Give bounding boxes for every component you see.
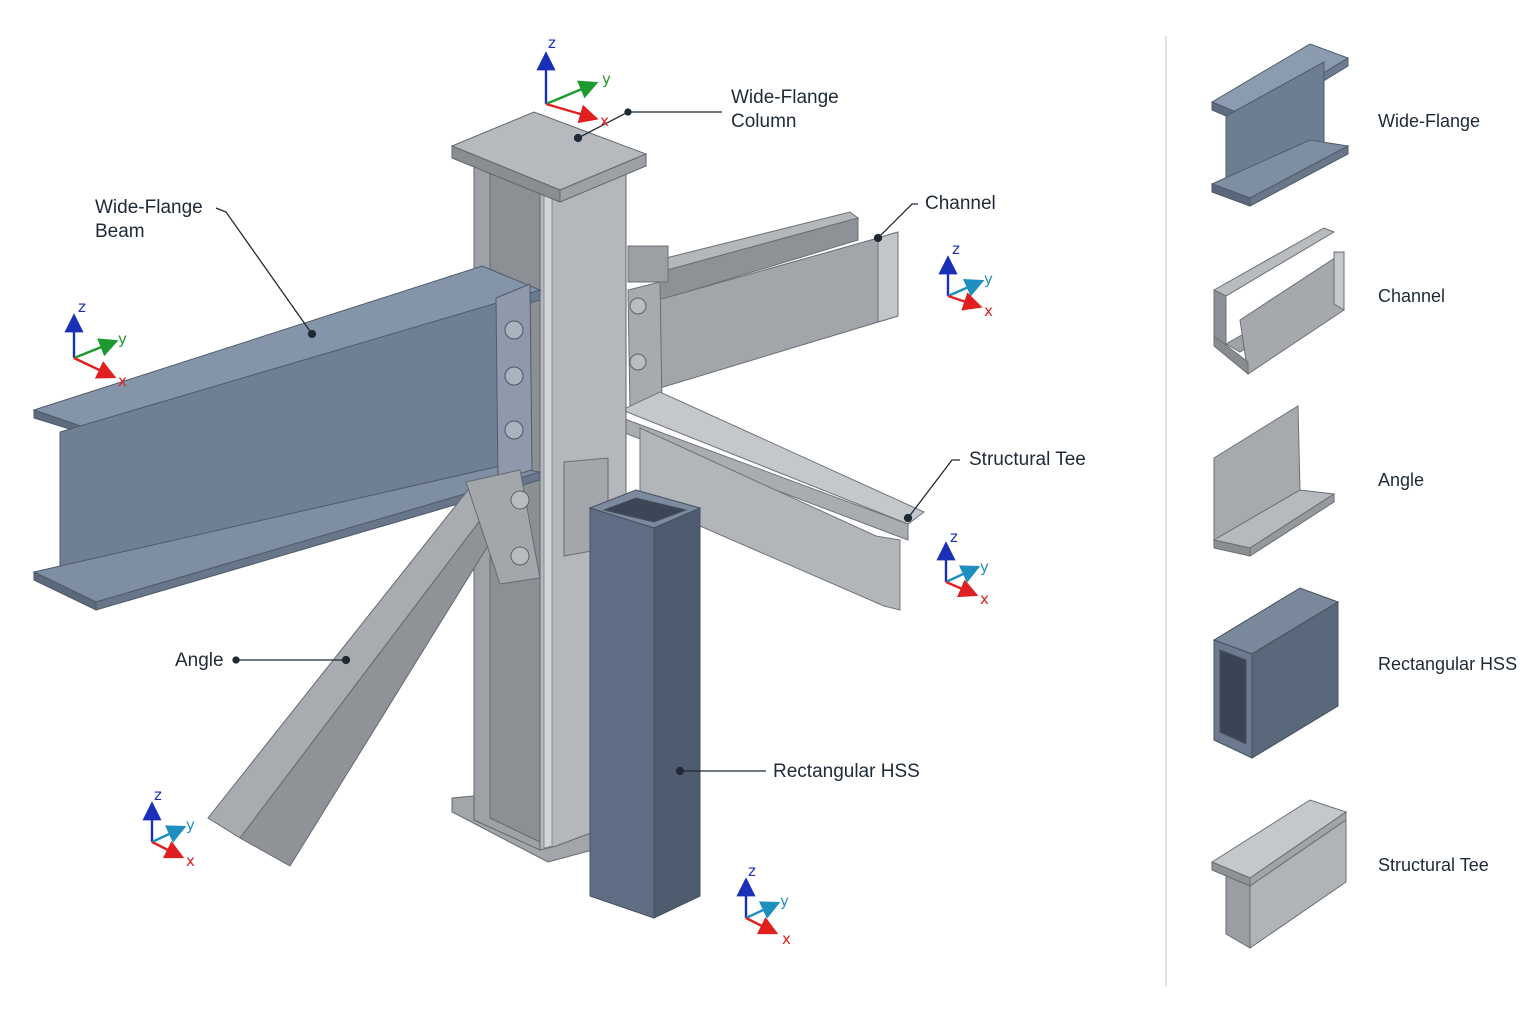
channel-icon bbox=[1212, 227, 1345, 376]
axis-x-label: x bbox=[984, 302, 993, 320]
angle-icon bbox=[1212, 405, 1336, 557]
axis-y-label: y bbox=[186, 816, 195, 834]
rectangular-hss-member bbox=[588, 489, 702, 919]
label-channel: Channel bbox=[925, 193, 996, 214]
axis-y-label: y bbox=[118, 330, 127, 348]
label-angle: Angle bbox=[175, 650, 224, 671]
legend-label-channel: Channel bbox=[1378, 286, 1446, 306]
axis-triad-hss: z y x bbox=[736, 862, 791, 948]
axis-z-label: z bbox=[154, 786, 162, 804]
axis-y-label: y bbox=[780, 892, 789, 910]
axis-triad-channel: z y x bbox=[938, 240, 993, 320]
axis-z-label: z bbox=[950, 528, 958, 546]
angle-member bbox=[207, 469, 541, 867]
axis-y-label: y bbox=[602, 70, 611, 88]
axis-z-label: z bbox=[748, 862, 756, 880]
legend-label-rectangular-hss: Rectangular HSS bbox=[1378, 654, 1518, 674]
axis-x-label: x bbox=[782, 930, 791, 948]
label-wide-flange-column: Wide-Flange Column bbox=[731, 87, 839, 132]
wide-flange-icon bbox=[1210, 43, 1350, 207]
axis-z-label: z bbox=[78, 298, 86, 316]
legend-label-angle: Angle bbox=[1378, 470, 1425, 490]
channel-member bbox=[627, 211, 899, 411]
axis-z-label: z bbox=[548, 34, 556, 52]
axis-x-label: x bbox=[600, 112, 609, 130]
wide-flange-beam bbox=[32, 265, 542, 611]
axis-triad-beam: z y x bbox=[64, 298, 127, 390]
structural-tee-icon bbox=[1210, 799, 1348, 949]
axis-x-label: x bbox=[186, 852, 195, 870]
label-rectangular-hss: Rectangular HSS bbox=[773, 761, 920, 782]
rectangular-hss-icon bbox=[1212, 587, 1340, 759]
label-structural-tee: Structural Tee bbox=[969, 449, 1086, 470]
axis-y-label: y bbox=[980, 558, 989, 576]
axis-triad-angle: z y x bbox=[142, 786, 195, 870]
callout-lines bbox=[215, 108, 960, 776]
label-wide-flange-beam: Wide-Flange Beam bbox=[95, 197, 203, 242]
axis-x-label: x bbox=[980, 590, 989, 608]
legend-label-wide-flange: Wide-Flange bbox=[1378, 111, 1481, 131]
axis-y-label: y bbox=[984, 270, 993, 288]
axis-triad-column: z y x bbox=[536, 34, 611, 130]
axis-z-label: z bbox=[952, 240, 960, 258]
axis-x-label: x bbox=[118, 372, 127, 390]
legend-label-structural-tee: Structural Tee bbox=[1378, 855, 1489, 875]
axis-triad-tee: z y x bbox=[936, 528, 989, 608]
